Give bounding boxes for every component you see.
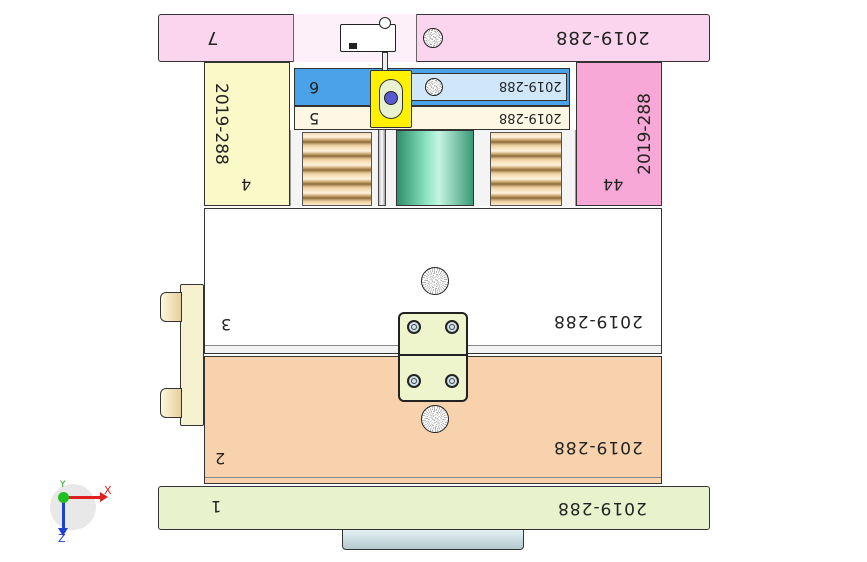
limit-switch [340,17,396,52]
center-core [396,130,474,206]
bottom-locating-ring [342,528,524,550]
plate-5-code: 2019-288 [499,110,562,125]
plate-1-label: 1 [211,497,222,516]
plate-clamp-lower [398,354,468,402]
spring-left [302,132,372,206]
plate-3-label: 3 [221,315,232,334]
top-clamp-symbol [423,28,443,48]
plate-6-label: 6 [309,78,320,97]
coordinate-triad: X Y Z [46,480,116,545]
plate-3-code: 2019-288 [553,311,643,331]
plate-1: 1 2019-288 [158,486,710,530]
ejector-symbol [425,78,443,96]
plate-6-code: 2019-288 [499,78,562,93]
side-latch-pin-upper [160,292,182,322]
plate-44: 2019-288 44 [576,62,662,206]
plate-2-code: 2019-288 [553,437,643,457]
plate-4: 2019-288 4 [204,62,290,206]
plate-4-code: 2019-288 [211,83,231,165]
plate-clamp-upper [398,312,468,360]
sprue-symbol-upper [421,267,449,295]
plate-7: 7 2019-288 [158,14,710,62]
plate-5-label: 5 [309,109,320,128]
plate-4-label: 4 [241,175,252,194]
plate-5: 5 2019-288 [294,106,570,130]
plate-2-label: 2 [215,449,226,468]
sprue-symbol-lower [421,405,449,433]
axis-x-label: X [104,484,112,497]
trip-block [370,70,412,128]
plate-7-label: 7 [207,27,219,48]
axis-z-label: Z [58,532,66,545]
side-latch-pin-lower [160,388,182,418]
plate-6: 6 2019-288 [294,68,570,106]
spring-right [490,132,562,206]
plate-44-label: 44 [603,175,624,194]
plate-7-code: 2019-288 [555,27,650,48]
plate-44-code: 2019-288 [635,93,655,175]
side-latch-bar [180,284,204,426]
axis-y-label: Y [60,480,66,490]
plate-1-code: 2019-288 [557,498,647,518]
